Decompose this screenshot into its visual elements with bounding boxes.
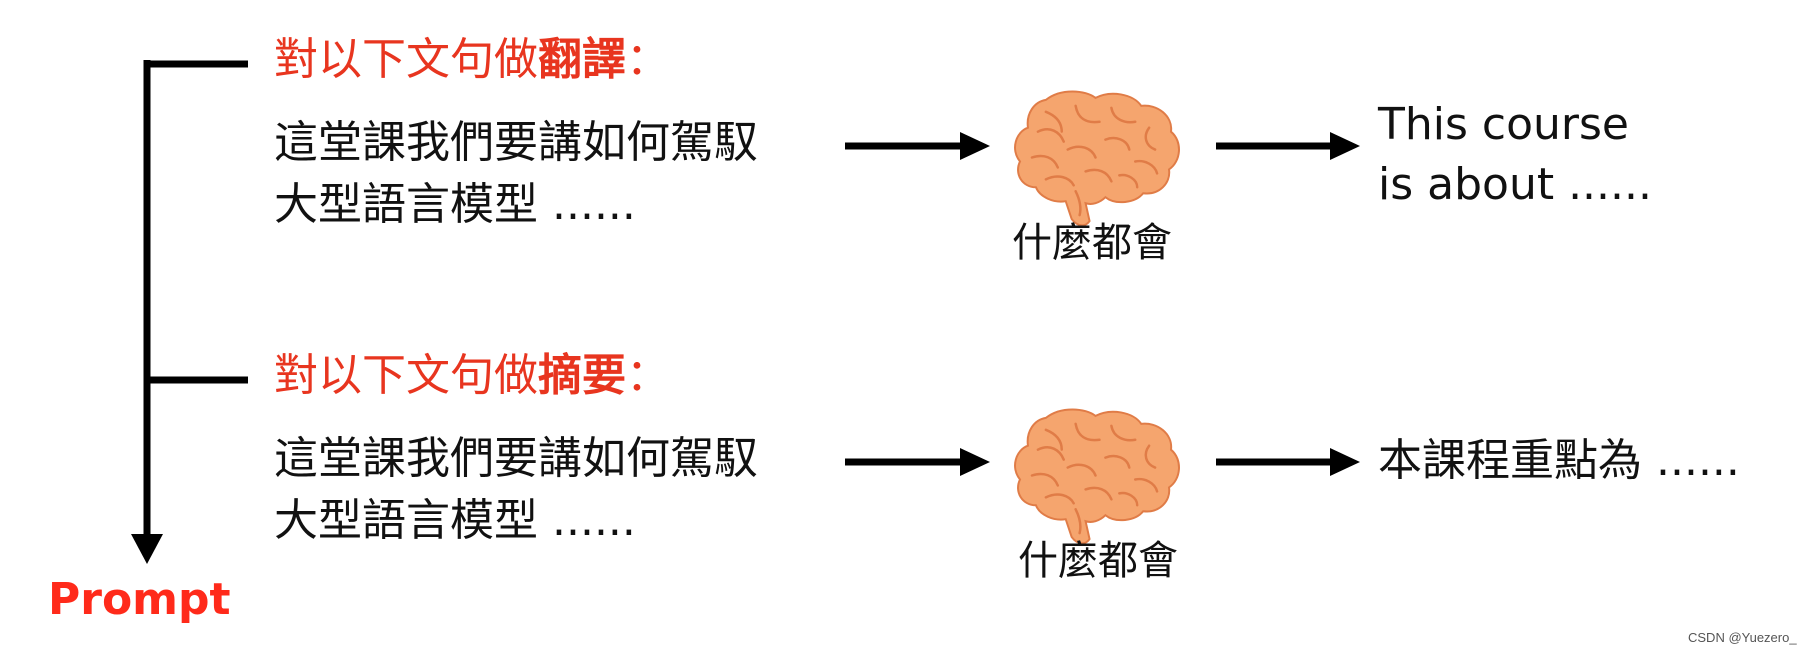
row2-model-label: 什麼都會 xyxy=(1018,538,1178,584)
row1-model-label: 什麼都會 xyxy=(1012,220,1172,266)
row1-output-line1: This course xyxy=(1378,99,1629,150)
row1-input-line1: 這堂課我們要講如何駕馭 xyxy=(274,117,758,168)
row1-instruction: 對以下文句做翻譯： xyxy=(274,32,670,88)
row1-output-arrow xyxy=(1216,132,1360,160)
row2-input-arrow xyxy=(845,448,990,476)
prompt-label: Prompt xyxy=(48,574,231,625)
row2-instruction: 對以下文句做摘要： xyxy=(274,348,670,404)
brain-icon xyxy=(1013,90,1181,227)
watermark: CSDN @Yuezero_ xyxy=(1688,630,1797,645)
row1-instruction-colon: ： xyxy=(626,34,670,85)
row2-output-line1: 本課程重點為 ...... xyxy=(1378,435,1740,486)
row2-output-arrow xyxy=(1216,448,1360,476)
row2-instruction-task: 摘要 xyxy=(538,350,626,401)
prompt-bracket xyxy=(143,60,248,538)
row2-instruction-colon: ： xyxy=(626,350,670,401)
row1-output-line2: is about ...... xyxy=(1378,159,1652,210)
row2-input-line1: 這堂課我們要講如何駕馭 xyxy=(274,433,758,484)
brain-icon xyxy=(1013,408,1181,545)
row2-input-line2: 大型語言模型 ...... xyxy=(274,495,636,546)
row1-input-line2: 大型語言模型 ...... xyxy=(274,179,636,230)
row1-input-arrow xyxy=(845,132,990,160)
row2-instruction-prefix: 對以下文句做 xyxy=(274,350,538,401)
row1-instruction-prefix: 對以下文句做 xyxy=(274,34,538,85)
bracket-arrowhead xyxy=(131,534,163,564)
row1-instruction-task: 翻譯 xyxy=(538,34,626,85)
